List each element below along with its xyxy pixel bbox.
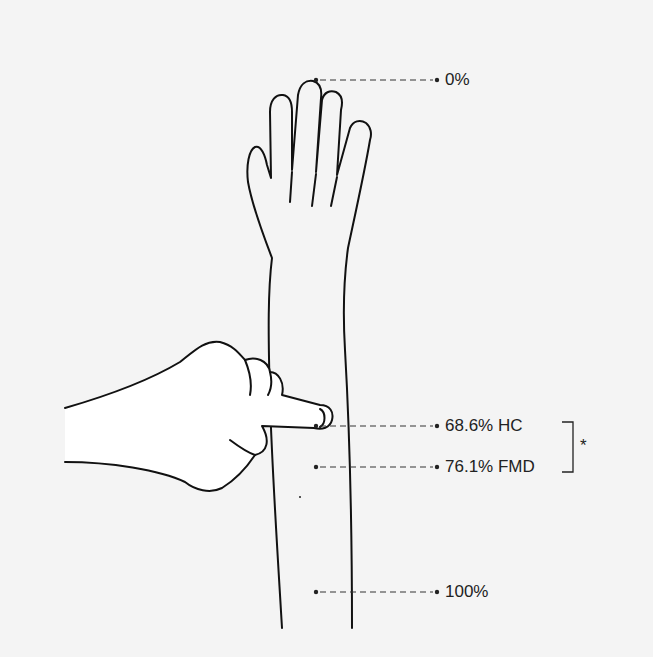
significance-asterisk: * [580, 436, 587, 456]
leader-line [320, 466, 433, 467]
percent-label: 0% [445, 70, 470, 90]
marker-dot [314, 424, 318, 428]
leader-line [320, 425, 433, 426]
marker-dot [314, 465, 318, 469]
marker-dot [435, 590, 439, 594]
marker-dot [435, 465, 439, 469]
significance-bracket [562, 422, 573, 472]
percent-label: 68.6% HC [445, 416, 522, 436]
knuckle-lines [230, 360, 271, 455]
leader-line [320, 591, 433, 592]
percent-label: 76.1% FMD [445, 457, 535, 477]
marker-dot [435, 424, 439, 428]
percent-label: 100% [445, 582, 488, 602]
marker-dot [314, 590, 318, 594]
finger-crease [290, 172, 337, 206]
marker-dot [435, 78, 439, 82]
pointing-hand [65, 342, 333, 491]
skin-dot [299, 496, 301, 498]
marker-dot [314, 78, 318, 82]
leader-line [320, 79, 433, 80]
forearm-outline [247, 81, 371, 628]
finger-nail [320, 409, 325, 427]
